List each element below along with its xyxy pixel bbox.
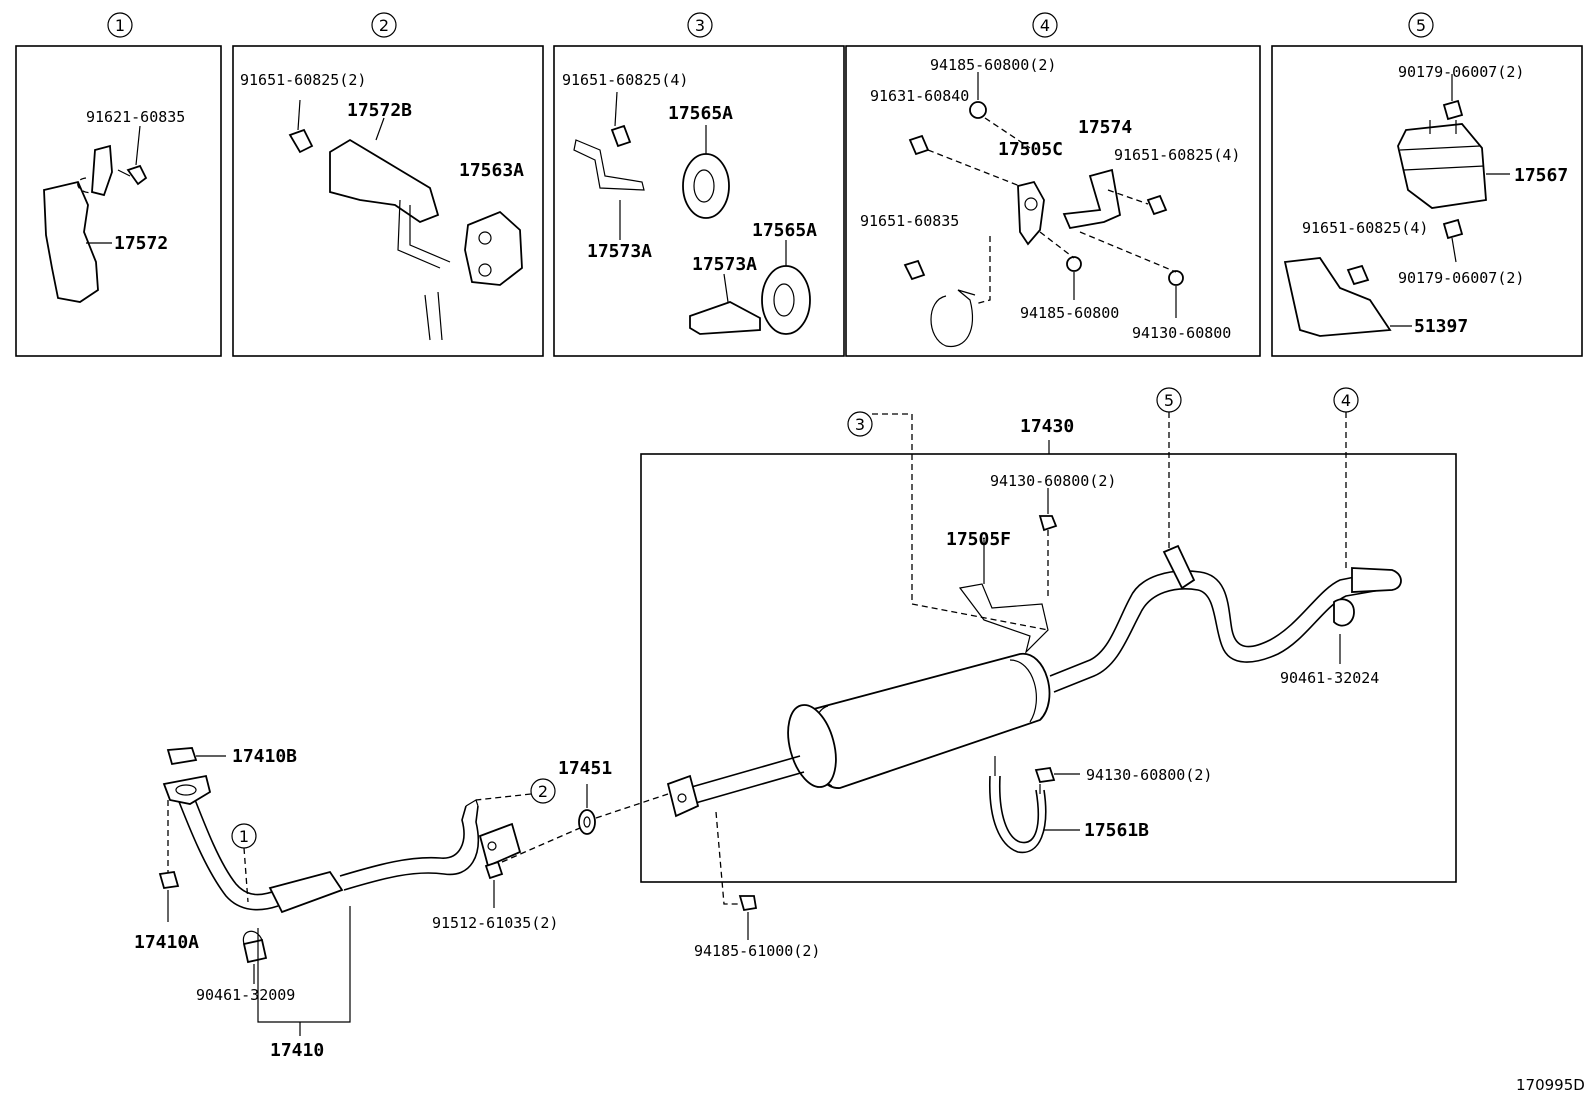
muffler-assembly-number: 17430 bbox=[1020, 416, 1074, 437]
box4-drawing bbox=[903, 72, 1184, 348]
box1-part-bolt: 91621-60835 bbox=[86, 108, 185, 126]
main-label-manifold-nut: 17410A bbox=[134, 932, 199, 953]
svg-text:2: 2 bbox=[538, 782, 548, 801]
main-label-nut-top: 94130-60800(2) bbox=[990, 472, 1116, 490]
box3-part-hanger-left: 17573A bbox=[587, 241, 652, 262]
box3-part-bolt: 91651-60825(4) bbox=[562, 71, 688, 89]
box1-drawing bbox=[43, 125, 148, 303]
main-label-gasket: 17451 bbox=[558, 758, 612, 779]
box3-part-insulator-top: 17565A bbox=[668, 103, 733, 124]
svg-text:3: 3 bbox=[695, 16, 705, 35]
box4-part-nut-top: 94185-60800(2) bbox=[930, 56, 1056, 74]
box4-part-bolt-right: 91651-60825(4) bbox=[1114, 146, 1240, 164]
detail-box-5 bbox=[1271, 45, 1583, 357]
box5-part-nut-top: 90179-06007(2) bbox=[1398, 63, 1524, 81]
box3-part-hanger-right: 17573A bbox=[692, 254, 757, 275]
gasket-drawing bbox=[501, 784, 669, 863]
main-label-front-clamp: 90461-32009 bbox=[196, 986, 295, 1004]
svg-text:2: 2 bbox=[379, 16, 389, 35]
box4-part-bolt-top: 91631-60840 bbox=[870, 87, 969, 105]
box1-part-hanger: 17572 bbox=[114, 233, 168, 254]
box5-part-mount: 17567 bbox=[1514, 165, 1568, 186]
box3-drawing bbox=[573, 91, 811, 335]
main-label-flange-nut: 94185-61000(2) bbox=[694, 942, 820, 960]
main-circle-1: 1 bbox=[231, 823, 257, 849]
main-label-flange-bolt: 91512-61035(2) bbox=[432, 914, 558, 932]
index-circle-3: 3 bbox=[687, 12, 713, 38]
svg-text:3: 3 bbox=[855, 415, 865, 434]
main-label-hanger: 17505F bbox=[946, 529, 1011, 550]
svg-text:4: 4 bbox=[1040, 16, 1050, 35]
index-circle-4: 4 bbox=[1032, 12, 1058, 38]
box2-part-insulator: 17563A bbox=[459, 160, 524, 181]
muffler-drawing bbox=[666, 488, 1402, 940]
box2-part-bracket: 17572B bbox=[347, 100, 412, 121]
main-circle-4: 4 bbox=[1333, 387, 1359, 413]
svg-text:1: 1 bbox=[239, 827, 249, 846]
box3-part-insulator-bottom: 17565A bbox=[752, 220, 817, 241]
box2-drawing bbox=[288, 99, 523, 341]
figure-code: 170995D bbox=[1516, 1076, 1585, 1094]
index-circle-1: 1 bbox=[107, 12, 133, 38]
detail-box-2 bbox=[232, 45, 544, 357]
box5-part-nut-bottom: 90179-06007(2) bbox=[1398, 269, 1524, 287]
svg-text:4: 4 bbox=[1341, 391, 1351, 410]
main-circle-3: 3 bbox=[847, 411, 873, 437]
detail-box-3 bbox=[553, 45, 845, 357]
front-pipe-drawing bbox=[158, 747, 522, 1036]
box4-part-hanger: 17505C bbox=[998, 139, 1063, 160]
main-circle-5: 5 bbox=[1156, 387, 1182, 413]
detail-box-4 bbox=[845, 45, 1261, 357]
svg-text:1: 1 bbox=[115, 16, 125, 35]
index-circle-5: 5 bbox=[1408, 12, 1434, 38]
box4-part-nut-right: 94130-60800 bbox=[1132, 324, 1231, 342]
index-circle-2: 2 bbox=[371, 12, 397, 38]
box4-part-nut-mid: 94185-60800 bbox=[1020, 304, 1119, 322]
box5-drawing bbox=[1283, 74, 1510, 337]
main-label-front-pipe: 17410 bbox=[270, 1040, 324, 1061]
detail-box-1 bbox=[15, 45, 222, 357]
svg-text:5: 5 bbox=[1164, 391, 1174, 410]
box2-part-bolt: 91651-60825(2) bbox=[240, 71, 366, 89]
main-label-gasket-top: 17410B bbox=[232, 746, 297, 767]
main-circle-2: 2 bbox=[530, 778, 556, 804]
box5-part-bolt: 91651-60825(4) bbox=[1302, 219, 1428, 237]
svg-text:5: 5 bbox=[1416, 16, 1426, 35]
main-label-tail-clamp: 90461-32024 bbox=[1280, 669, 1379, 687]
main-label-u-clamp: 17561B bbox=[1084, 820, 1149, 841]
main-label-clamp-nut: 94130-60800(2) bbox=[1086, 766, 1212, 784]
box4-part-bolt-left: 91651-60835 bbox=[860, 212, 959, 230]
box5-part-bracket: 51397 bbox=[1414, 316, 1468, 337]
box4-part-bracket: 17574 bbox=[1078, 117, 1132, 138]
